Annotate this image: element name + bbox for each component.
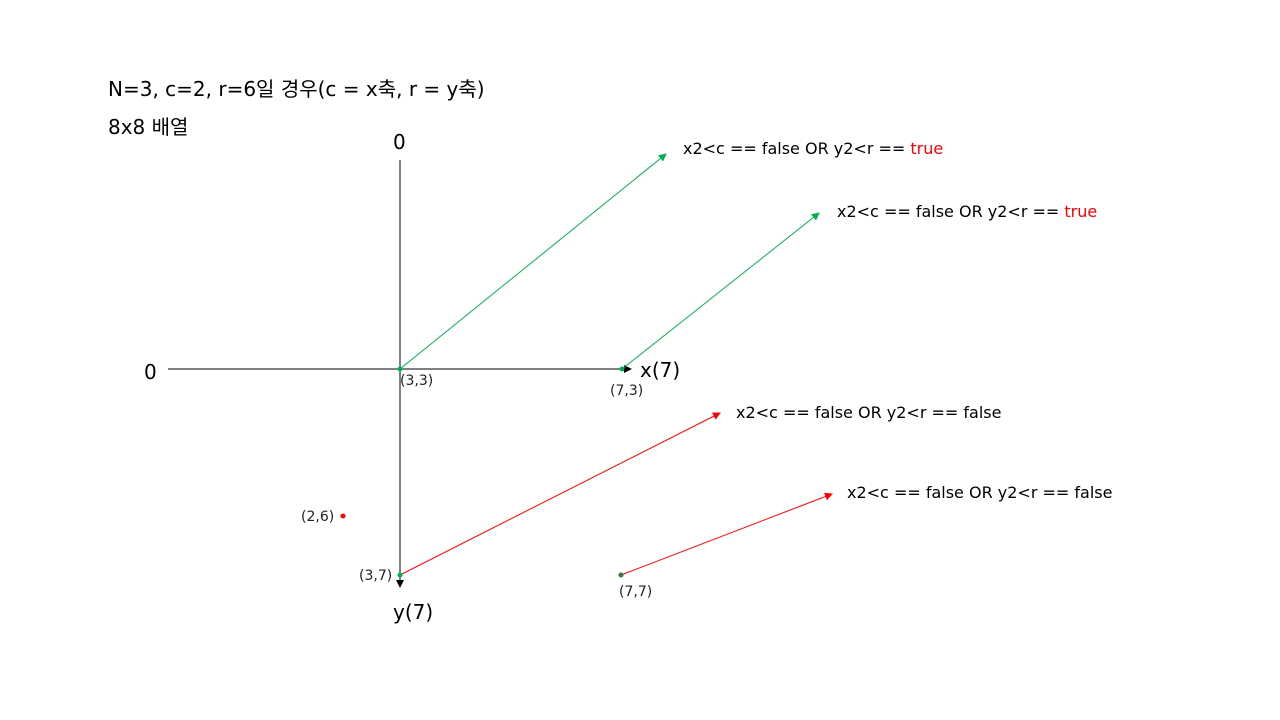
y-axis-end-label: y(7): [393, 600, 434, 624]
x-axis-origin-label: 0: [144, 360, 157, 384]
x-axis-end-label: x(7): [640, 358, 681, 382]
arrow-7-7: [620, 492, 833, 576]
point-3-3: [397, 366, 403, 372]
point-label-7-3: (7,3): [610, 383, 644, 399]
point-3-7: [397, 572, 403, 578]
condition-label: x2<c == false OR y2<r == false: [847, 483, 1112, 502]
condition-text: x2<c == false OR y2<r ==: [837, 202, 1065, 221]
point-7-3: [619, 366, 625, 372]
condition-result: true: [910, 139, 944, 158]
point-2-6: [340, 513, 346, 519]
y-axis-origin-label: 0: [393, 130, 406, 154]
condition-text: x2<c == false OR y2<r ==: [736, 403, 964, 422]
title-line-1: N=3, c=2, r=6일 경우(c = x축, r = y축): [108, 77, 485, 101]
point-label-7-7: (7,7): [619, 584, 653, 600]
condition-label: x2<c == false OR y2<r == true: [837, 202, 1097, 221]
condition-label: x2<c == false OR y2<r == true: [683, 139, 943, 158]
arrow-3-7: [399, 412, 721, 576]
point-7-7: [618, 572, 624, 578]
condition-result: true: [1064, 202, 1098, 221]
arrow-3-3: [399, 153, 667, 370]
arrow-7-3: [621, 212, 820, 370]
condition-result: false: [1074, 483, 1113, 502]
condition-result: false: [963, 403, 1002, 422]
point-label-3-3: (3,3): [400, 373, 434, 389]
point-label-2-6: (2,6): [301, 509, 335, 525]
condition-text: x2<c == false OR y2<r ==: [683, 139, 911, 158]
condition-label: x2<c == false OR y2<r == false: [736, 403, 1001, 422]
point-label-3-7: (3,7): [359, 568, 393, 584]
title-line-2: 8x8 배열: [108, 115, 189, 139]
condition-text: x2<c == false OR y2<r ==: [847, 483, 1075, 502]
